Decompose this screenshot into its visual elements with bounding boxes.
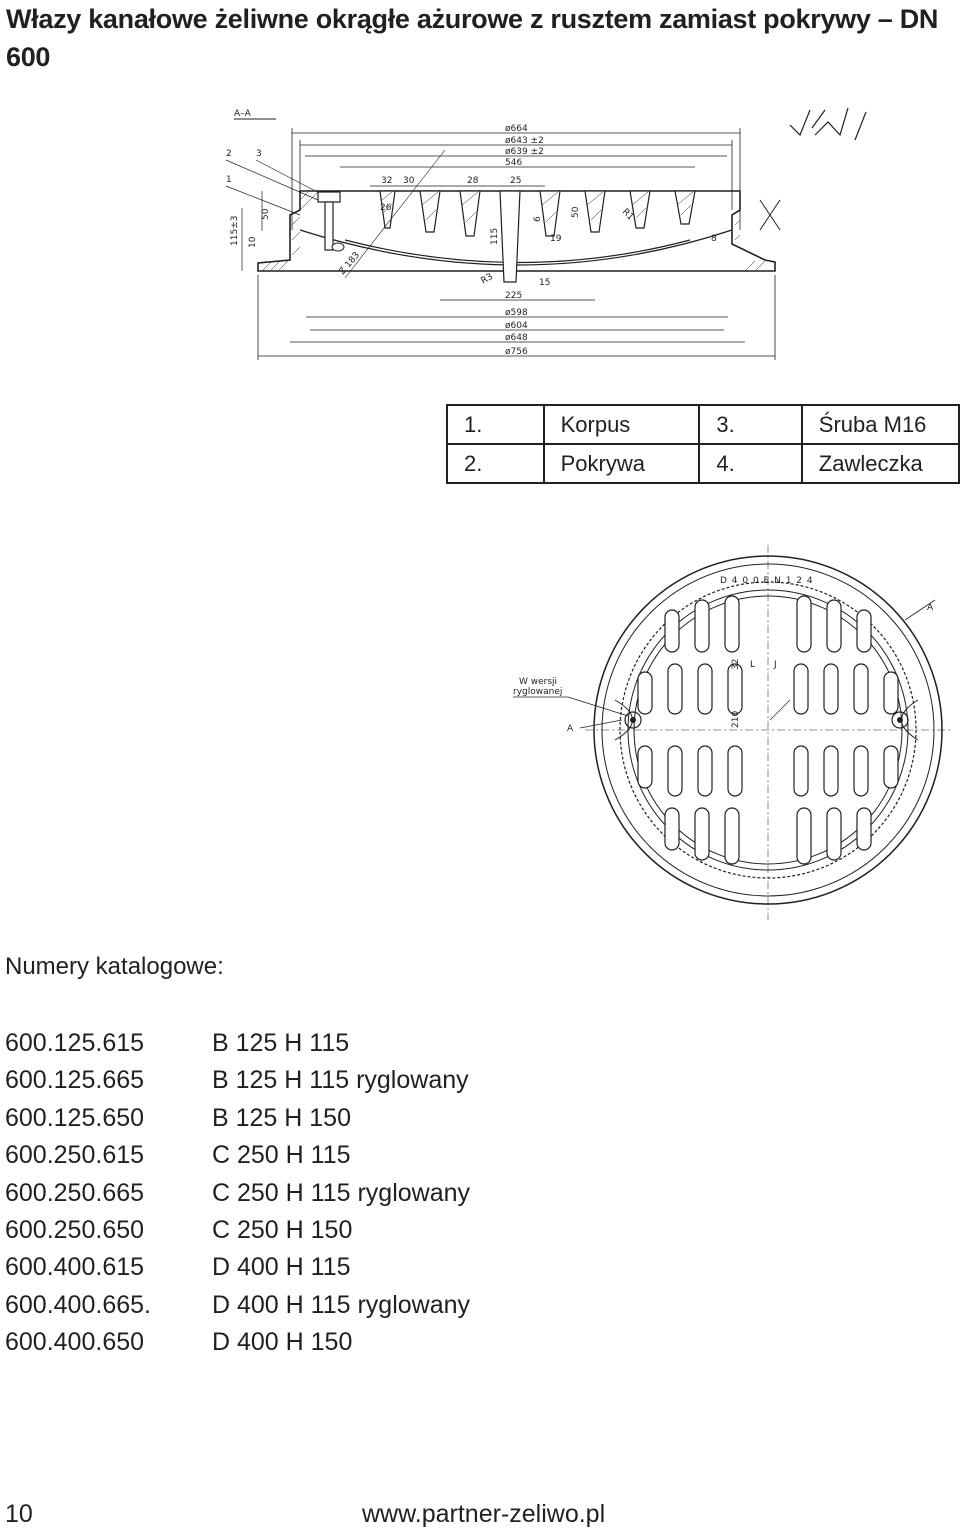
dim-10: 10	[248, 236, 258, 248]
dim-6: 6	[533, 216, 543, 222]
catalog-desc: C 250 H 150	[212, 1216, 353, 1245]
part-number: 4.	[698, 443, 803, 484]
callout-1: 1	[226, 175, 232, 185]
dim-50: 50	[261, 208, 271, 220]
dim-r3: R3	[480, 272, 495, 287]
part-name: Zawleczka	[800, 443, 960, 484]
catalog-code: 600.125.665	[5, 1066, 145, 1095]
technical-drawing: A–A ø664 ø643 ±2 ø639 ±2 546 32 30 28 25…	[225, 107, 950, 920]
rim-marking: D 4 0 0 E N 1 2 4	[720, 576, 814, 586]
dim-19: 19	[550, 234, 562, 244]
catalog-desc: B 125 H 150	[212, 1103, 351, 1132]
catalog-code: 600.250.615	[5, 1141, 145, 1170]
catalog-code: 600.125.650	[5, 1103, 145, 1132]
catalog-code: 600.250.650	[5, 1216, 145, 1245]
catalog-desc: D 400 H 150	[212, 1328, 353, 1357]
variant-note-2: ryglowanej	[513, 687, 562, 697]
catalog-item: 600.125.650 B 125 H 150	[5, 1100, 470, 1137]
section-drawing: A–A ø664 ø643 ±2 ø639 ±2 546 32 30 28 25…	[225, 107, 867, 360]
catalog-heading: Numery katalogowe:	[5, 953, 224, 980]
dim-50-inner: 50	[571, 206, 581, 218]
parts-table-row: 2. Pokrywa 4. Zawleczka	[446, 443, 960, 484]
parts-table-row: 1. Korpus 3. Śruba M16	[446, 404, 960, 445]
dim-d598: ø598	[505, 308, 528, 318]
dim-30: 30	[403, 176, 415, 186]
plan-drawing: D 4 0 0 E N 1 2 4 A A W wersji ryglowane…	[513, 545, 950, 920]
dim-225: 225	[505, 291, 522, 301]
section-label: A–A	[234, 109, 252, 119]
catalog-code: 600.125.615	[5, 1029, 145, 1057]
catalog-desc: D 400 H 115	[212, 1253, 351, 1282]
catalog-item: 600.250.650 C 250 H 150	[5, 1212, 470, 1249]
dim-26: 26	[380, 203, 392, 213]
dim-d756: ø756	[505, 347, 528, 357]
part-number: 1.	[446, 404, 545, 445]
dim-15: 15	[539, 278, 550, 288]
dim-32: 32	[381, 176, 392, 186]
dim-d643: ø643 ±2	[505, 136, 544, 146]
section-mark-a-left: A	[567, 724, 574, 734]
dim-25: 25	[510, 176, 521, 186]
dim-546: 546	[505, 158, 522, 168]
part-number: 3.	[698, 404, 803, 445]
callout-2: 2	[226, 149, 232, 159]
part-name: Korpus	[542, 404, 701, 445]
section-mark-a-top: A	[927, 603, 934, 613]
parts-table: 1. Korpus 3. Śruba M16 2. Pokrywa 4. Zaw…	[446, 404, 960, 484]
dim-8: 8	[711, 234, 717, 244]
surface-finish-symbol	[789, 107, 867, 141]
catalog-desc: D 400 H 115 ryglowany	[212, 1290, 471, 1319]
catalog-code: 600.400.615	[5, 1253, 145, 1282]
part-number: 2.	[446, 443, 545, 484]
part-name: Śruba M16	[800, 404, 960, 445]
variant-note-1: W wersji	[519, 677, 557, 687]
dim-d648: ø648	[505, 333, 528, 343]
callout-3: 3	[256, 149, 262, 159]
page-title: Włazy kanałowe żeliwne okrągłe ażurowe z…	[6, 4, 939, 72]
catalog-desc: C 250 H 115	[212, 1141, 351, 1170]
catalog-code: 600.400.650	[5, 1328, 145, 1357]
page-number: 10	[5, 1500, 33, 1528]
catalog-item: 600.250.665 C 250 H 115 ryglowany	[5, 1175, 470, 1212]
dim-32-plan: 32	[731, 659, 741, 670]
dim-28: 28	[467, 176, 479, 186]
catalog-item: 600.400.615 D 400 H 115	[5, 1249, 470, 1286]
dim-d639: ø639 ±2	[505, 147, 544, 157]
catalog-code: 600.250.665	[5, 1178, 145, 1207]
catalog-desc: B 125 H 115 ryglowany	[212, 1066, 469, 1095]
catalog-item: 600.125.615 B 125 H 115	[5, 1025, 470, 1062]
catalog-item: 600.400.650 D 400 H 150	[5, 1324, 470, 1361]
catalog-item: 600.400.665. D 400 H 115 ryglowany	[5, 1287, 470, 1324]
catalog-desc: B 125 H 115	[212, 1029, 350, 1057]
dim-z183: Z 183	[338, 250, 363, 277]
catalog-item: 600.250.615 C 250 H 115	[5, 1137, 470, 1174]
part-name: Pokrywa	[542, 443, 701, 484]
catalog-code: 600.400.665.	[5, 1290, 151, 1319]
dim-115-inner: 115	[490, 228, 500, 245]
mark-l: L	[750, 660, 755, 670]
catalog-desc: C 250 H 115 ryglowany	[212, 1178, 471, 1207]
dim-d604: ø604	[505, 321, 528, 331]
dim-d664: ø664	[505, 124, 528, 134]
dim-210-plan: 210	[731, 711, 741, 728]
catalog-list: 600.125.615 B 125 H 115 600.125.665 B 125 …	[5, 1025, 470, 1362]
dim-115: 115±3	[230, 216, 240, 246]
catalog-item: 600.125.665 B 125 H 115 ryglowany	[5, 1062, 470, 1099]
website-link[interactable]: www.partner-zeliwo.pl	[362, 1500, 606, 1528]
mark-j: J	[773, 660, 777, 670]
